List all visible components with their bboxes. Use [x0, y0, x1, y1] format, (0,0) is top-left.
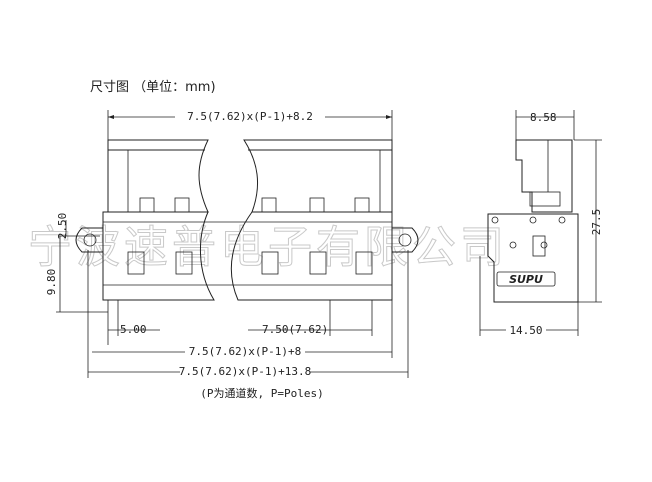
dim-pitch: 7.50(7.62): [262, 323, 328, 336]
screw-slot: [139, 197, 155, 213]
pin-window: [309, 251, 327, 275]
arrow-head: [386, 115, 392, 119]
arrow-head: [108, 115, 114, 119]
dim-label-bg: [175, 110, 325, 123]
pin-window: [261, 251, 279, 275]
side-pin-window: [532, 235, 546, 257]
mount-hole-left: [83, 233, 97, 247]
poles-note: (P为通道数, P=Poles): [200, 386, 323, 400]
dim-label-bg: [185, 345, 305, 358]
side-hole: [558, 216, 566, 224]
dim-27-5: 27.5: [590, 209, 603, 236]
side-plug-body: [515, 139, 573, 213]
dim-top-overall: 7.5(7.62)x(P-1)+8.2: [187, 110, 313, 123]
drawing-title: 尺寸图 （单位：mm): [90, 80, 216, 95]
dim-5-00: 5.00: [120, 323, 147, 336]
side-hole: [491, 216, 499, 224]
pin-window: [127, 251, 145, 275]
screw-slot: [309, 197, 325, 213]
dim-2-50: 2.50: [56, 213, 69, 240]
dim-bottom-1: 7.5(7.62)x(P-1)+8: [189, 345, 302, 358]
pin-window: [355, 251, 373, 275]
side-hole: [540, 241, 548, 249]
screw-slot: [261, 197, 277, 213]
dim-9-80: 9.80: [45, 269, 58, 296]
dim-label-bg: [506, 323, 546, 336]
dim-14-50: 14.50: [509, 324, 542, 337]
company-watermark: 宁波速普电子有限公司: [28, 222, 508, 273]
pin-windows: [127, 251, 373, 275]
side-hole: [509, 241, 517, 249]
front-view: 7.5(7.62)x(P-1)+8.2: [45, 110, 419, 400]
side-screw-slot: [529, 191, 561, 207]
mount-hole-right: [398, 233, 412, 247]
dim-bottom-2: 7.5(7.62)x(P-1)+13.8: [179, 365, 311, 378]
screw-slot: [174, 197, 190, 213]
screw-slot: [354, 197, 370, 213]
side-hole: [529, 216, 537, 224]
plug-upper-left: [107, 139, 209, 213]
side-view: 8.58 SUPU 27.5 14.50: [479, 110, 603, 337]
brand-logo: SUPU: [509, 273, 543, 286]
brand-plate: [496, 271, 556, 287]
mounting-flange-right: [392, 227, 419, 253]
plug-upper-right: [243, 139, 393, 213]
mounting-flange-left: [75, 227, 103, 253]
socket-lower-right: [231, 211, 393, 301]
side-socket-body: [487, 213, 579, 303]
dim-label-bg: [180, 365, 310, 378]
pin-window: [175, 251, 193, 275]
dim-8-58: 8.58: [530, 111, 557, 124]
socket-lower-left: [102, 211, 215, 301]
